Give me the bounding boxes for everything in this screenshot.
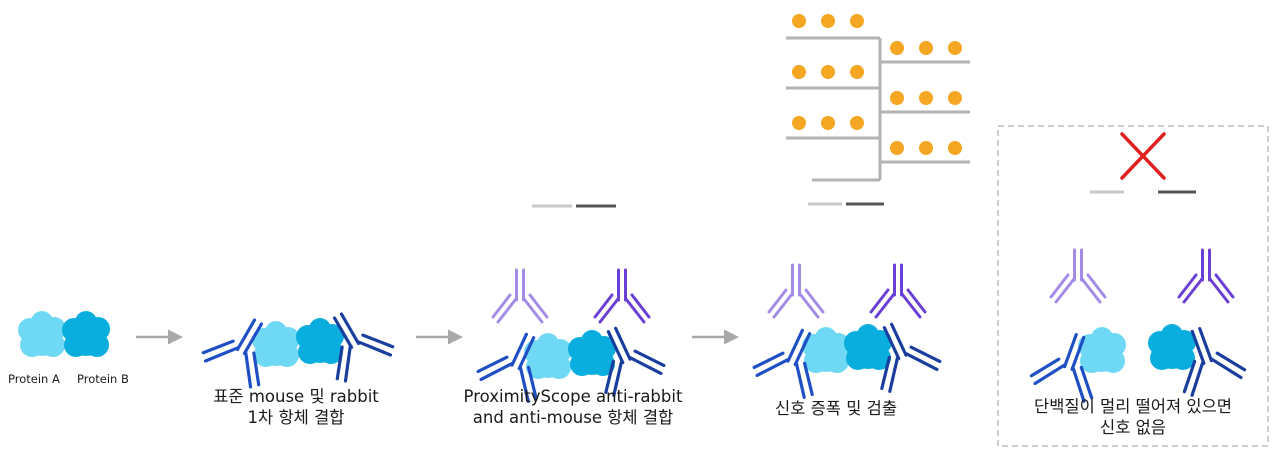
signal-dot-icon — [850, 65, 864, 79]
caption-step-2: ProximityScope anti-rabbit and anti-mous… — [448, 386, 698, 428]
no-signal-panel — [997, 125, 1269, 447]
cross-icon — [1120, 132, 1166, 180]
signal-dot-icon — [948, 141, 962, 155]
caption-step-4: 단백질이 멀리 떨어져 있으면 신호 없음 — [1000, 396, 1266, 438]
signal-dot-icon — [850, 14, 864, 28]
signal-dot-icon — [919, 141, 933, 155]
antibody-icon — [767, 263, 825, 319]
step-4-illustration — [1027, 132, 1249, 405]
signal-dot-icon — [792, 116, 806, 130]
signal-dot-icon — [919, 41, 933, 55]
protein-pair-initial — [18, 311, 110, 357]
caption-step-3: 신호 증폭 및 검출 — [736, 398, 936, 419]
antibody-icon — [869, 263, 927, 319]
protein-b-blob — [568, 330, 616, 376]
antibody-icon — [1177, 248, 1235, 304]
step-1-illustration — [198, 298, 398, 392]
caption-line: 단백질이 멀리 떨어져 있으면 — [1034, 397, 1232, 416]
signal-dot-icon — [890, 41, 904, 55]
signal-dot-icon — [850, 116, 864, 130]
signal-amplifier-tree — [786, 36, 970, 182]
signal-dot-icon — [890, 141, 904, 155]
step-3-illustration — [750, 14, 970, 402]
protein-b-blob — [62, 311, 110, 357]
signal-dot-icon — [919, 91, 933, 105]
protein-b-blob — [1148, 324, 1196, 370]
signal-dot-icon — [948, 41, 962, 55]
signal-dot-icon — [948, 91, 962, 105]
caption-line: 신호 증폭 및 검출 — [775, 399, 897, 418]
signal-dot-icon — [821, 14, 835, 28]
caption-step-1: 표준 mouse 및 rabbit 1차 항체 결합 — [186, 386, 406, 428]
caption-line: 표준 mouse 및 rabbit — [213, 387, 379, 406]
caption-line: ProximityScope anti-rabbit — [463, 387, 683, 406]
signal-dot-icon — [821, 65, 835, 79]
signal-dots — [792, 14, 962, 155]
protein-a-blob — [18, 311, 66, 357]
step-2-illustration — [474, 204, 668, 406]
antibody-icon — [593, 268, 651, 324]
caption-line: and anti-mouse 항체 결합 — [472, 408, 674, 427]
protein-a-blob — [1078, 327, 1126, 373]
antibody-icon — [1049, 248, 1107, 304]
protein-b-label: Protein B — [77, 372, 129, 386]
protein-a-label: Protein A — [8, 372, 60, 386]
signal-dot-icon — [890, 91, 904, 105]
caption-line: 1차 항체 결합 — [247, 408, 345, 427]
antibody-icon — [491, 268, 549, 324]
signal-dot-icon — [792, 14, 806, 28]
caption-line: 신호 없음 — [1100, 418, 1166, 437]
signal-dot-icon — [821, 116, 835, 130]
signal-dot-icon — [792, 65, 806, 79]
